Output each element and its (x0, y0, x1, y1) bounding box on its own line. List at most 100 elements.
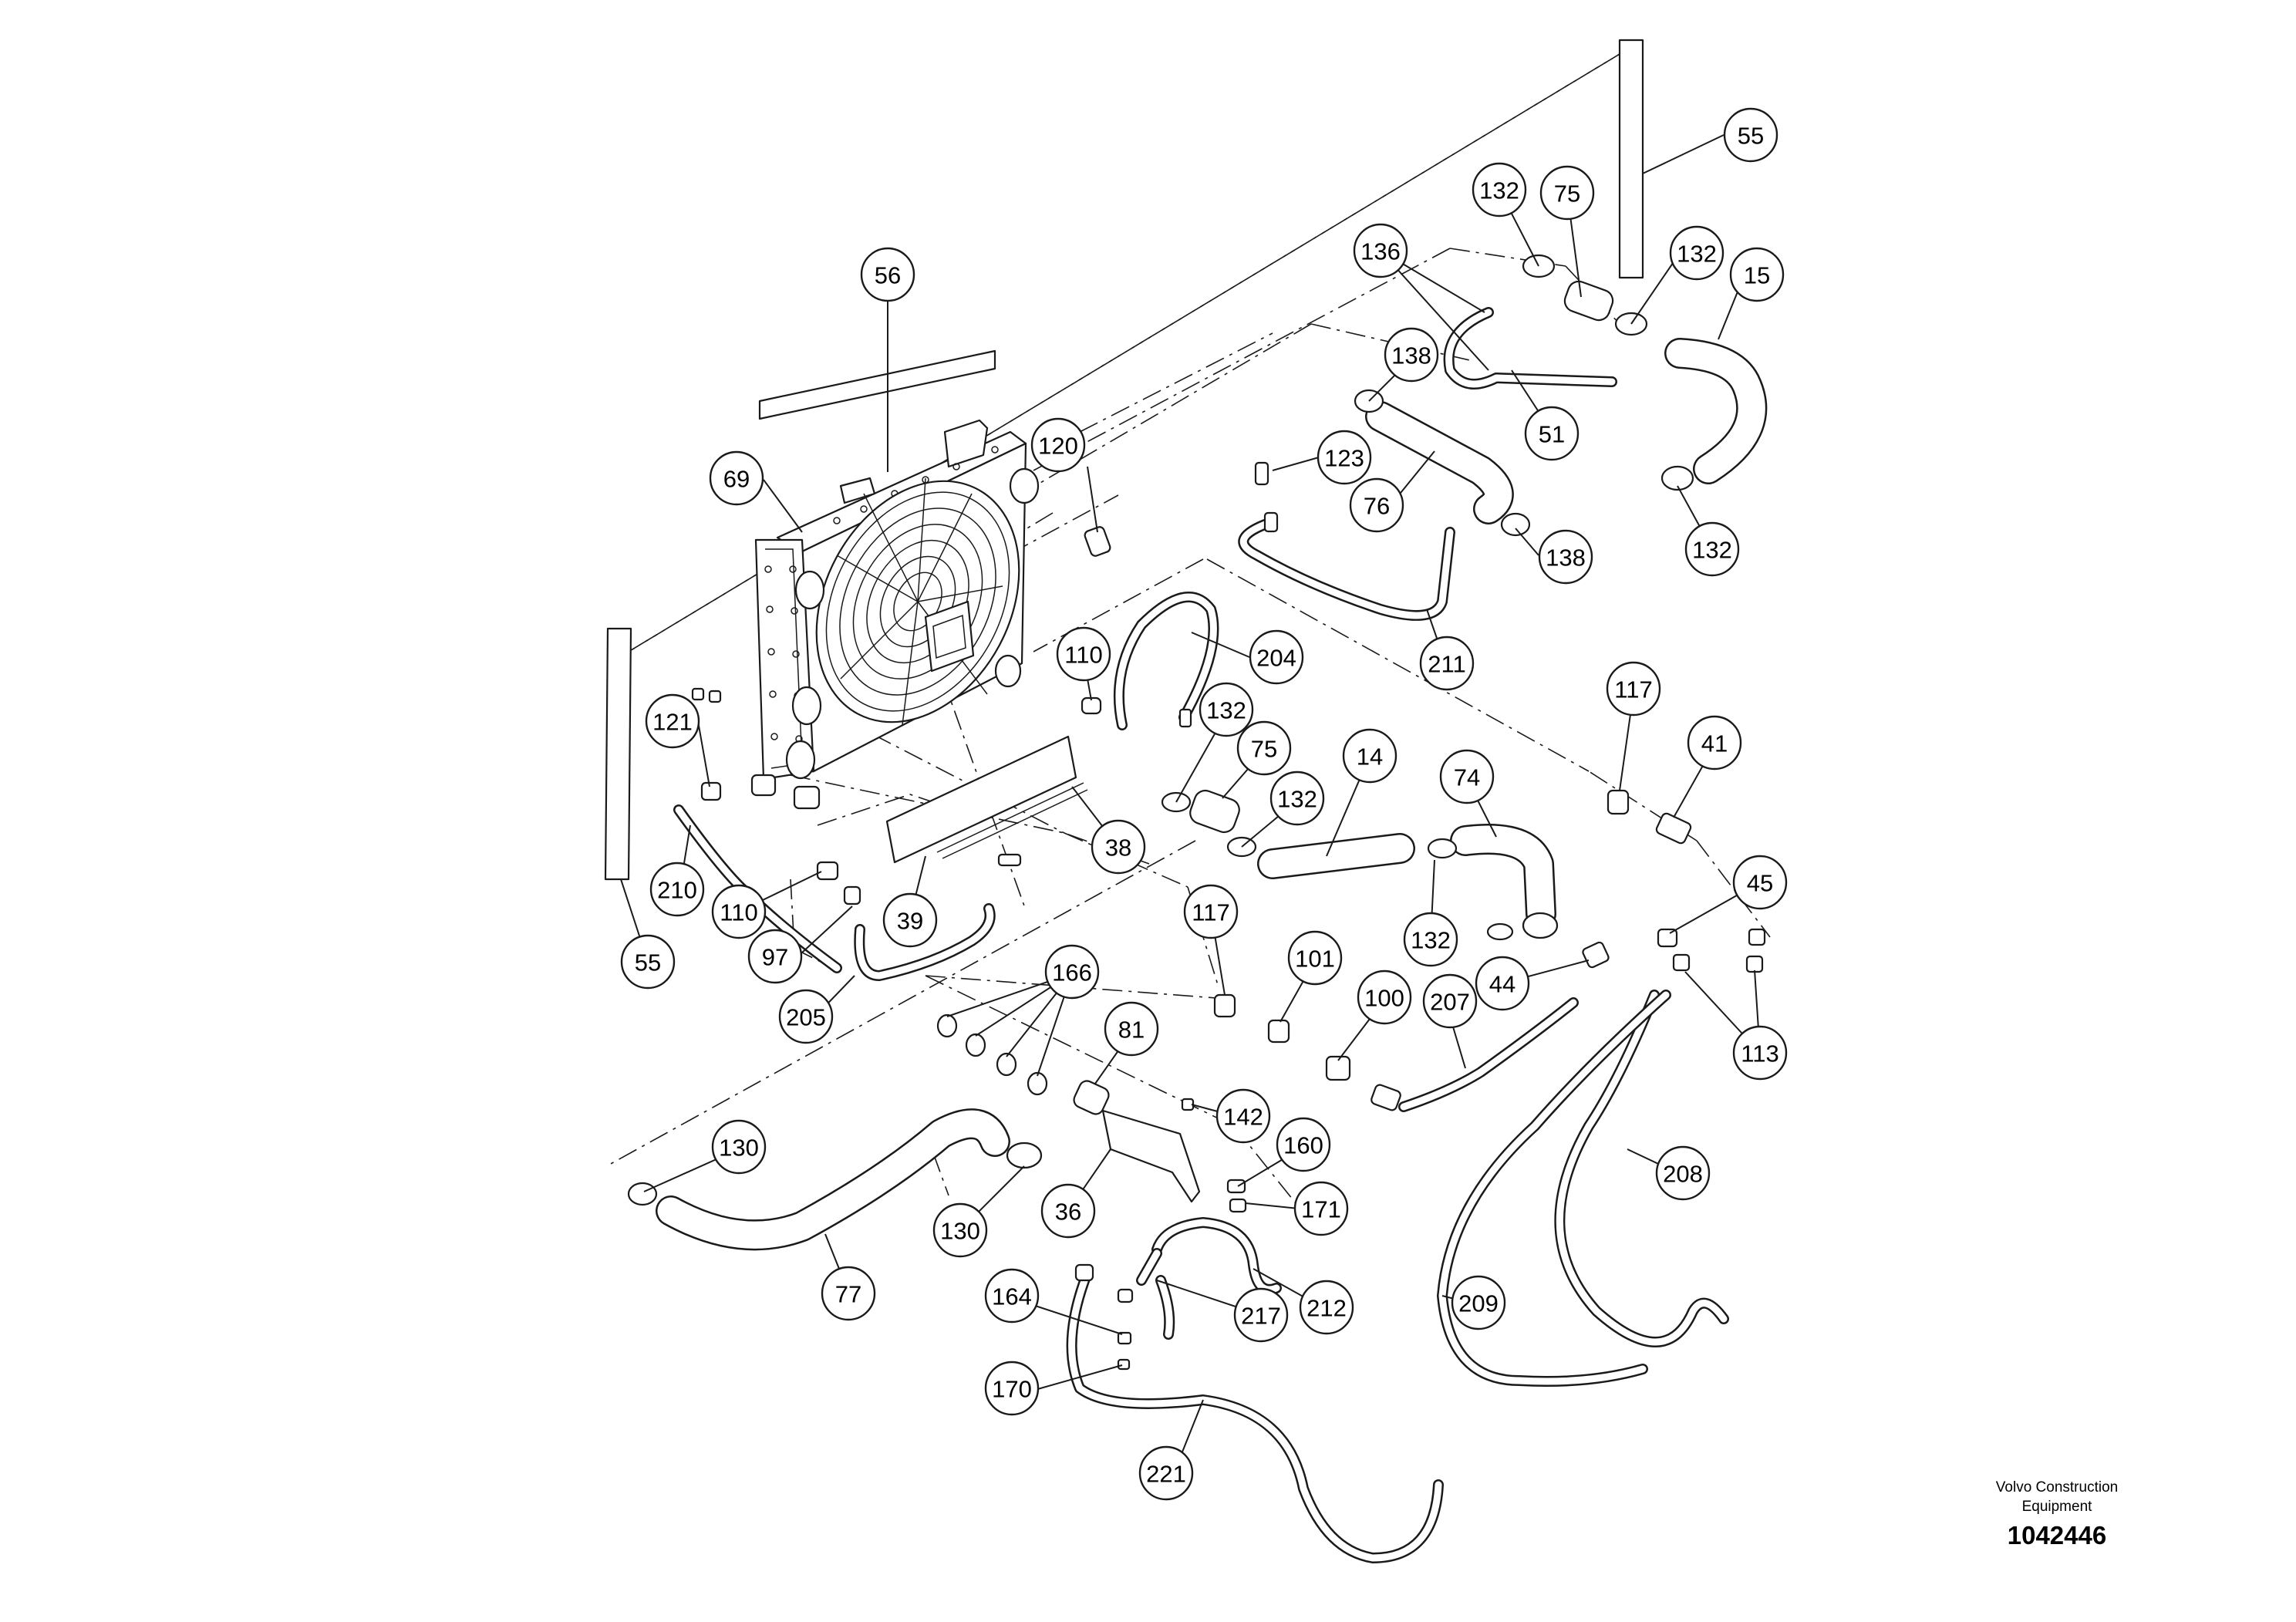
callout-210[interactable]: 210 (649, 862, 705, 917)
callout-208[interactable]: 208 (1655, 1145, 1711, 1201)
svg-text:101: 101 (1295, 946, 1335, 973)
callout-205[interactable]: 205 (778, 989, 834, 1044)
callout-74[interactable]: 74 (1439, 749, 1495, 804)
svg-text:132: 132 (1411, 927, 1451, 954)
callout-75-mid[interactable]: 75 (1236, 720, 1292, 776)
svg-text:130: 130 (719, 1135, 759, 1162)
callout-81[interactable]: 81 (1104, 1001, 1159, 1057)
svg-text:207: 207 (1430, 989, 1470, 1016)
svg-text:138: 138 (1391, 342, 1431, 369)
callout-132-bottom[interactable]: 132 (1403, 912, 1458, 967)
callout-211[interactable]: 211 (1419, 636, 1475, 691)
callout-132-top-right[interactable]: 132 (1669, 225, 1725, 281)
callout-56[interactable]: 56 (860, 247, 915, 302)
callout-113[interactable]: 113 (1732, 1025, 1788, 1081)
callout-132-mid-right[interactable]: 132 (1269, 771, 1325, 826)
svg-text:123: 123 (1324, 445, 1364, 472)
callout-160[interactable]: 160 (1276, 1117, 1331, 1172)
foam-strips (604, 39, 1644, 881)
svg-text:110: 110 (720, 899, 757, 926)
callout-217[interactable]: 217 (1233, 1287, 1289, 1343)
callout-171[interactable]: 171 (1293, 1181, 1349, 1236)
callout-39[interactable]: 39 (882, 892, 938, 948)
callout-138-lower[interactable]: 138 (1538, 529, 1593, 585)
callout-204[interactable]: 204 (1249, 629, 1304, 685)
callout-75-top[interactable]: 75 (1539, 165, 1595, 221)
callout-130-left[interactable]: 130 (711, 1119, 767, 1175)
svg-text:204: 204 (1256, 645, 1296, 672)
callout-100[interactable]: 100 (1357, 969, 1412, 1025)
brand-line-1: Volvo Construction (1995, 1479, 2119, 1496)
svg-text:41: 41 (1701, 730, 1728, 757)
svg-text:211: 211 (1428, 651, 1465, 678)
svg-text:14: 14 (1357, 744, 1383, 771)
callout-132-top-left[interactable]: 132 (1472, 162, 1527, 218)
svg-text:51: 51 (1539, 421, 1565, 448)
callout-166[interactable]: 166 (1044, 944, 1100, 1000)
svg-text:117: 117 (1192, 899, 1229, 926)
svg-text:142: 142 (1223, 1104, 1263, 1131)
svg-text:132: 132 (1479, 177, 1519, 204)
callout-110-upper[interactable]: 110 (1056, 626, 1111, 682)
svg-text:55: 55 (1738, 123, 1764, 150)
svg-text:74: 74 (1454, 764, 1480, 791)
callout-212[interactable]: 212 (1299, 1280, 1354, 1335)
svg-text:212: 212 (1306, 1295, 1347, 1322)
svg-text:75: 75 (1251, 736, 1277, 763)
svg-text:136: 136 (1360, 238, 1401, 265)
svg-text:100: 100 (1364, 985, 1404, 1012)
callout-38[interactable]: 38 (1091, 819, 1146, 875)
callout-15[interactable]: 15 (1729, 247, 1785, 302)
callout-117-lower[interactable]: 117 (1183, 884, 1239, 939)
callout-55-lower[interactable]: 55 (620, 934, 676, 990)
callout-138-upper[interactable]: 138 (1384, 327, 1439, 383)
callout-209[interactable]: 209 (1451, 1275, 1506, 1330)
callout-69[interactable]: 69 (709, 450, 764, 506)
callout-14[interactable]: 14 (1342, 728, 1397, 784)
callout-55-upper[interactable]: 55 (1723, 107, 1778, 163)
svg-text:55: 55 (635, 949, 661, 976)
svg-text:69: 69 (723, 466, 750, 493)
callout-120[interactable]: 120 (1030, 417, 1086, 473)
callout-142[interactable]: 142 (1215, 1088, 1271, 1144)
large-hoses (656, 338, 1768, 1251)
callout-132-mid[interactable]: 132 (1199, 682, 1254, 737)
svg-text:217: 217 (1241, 1303, 1281, 1330)
svg-text:208: 208 (1663, 1161, 1703, 1188)
svg-text:166: 166 (1052, 959, 1092, 986)
svg-text:130: 130 (940, 1218, 980, 1245)
svg-text:210: 210 (657, 877, 697, 904)
callout-110-lower[interactable]: 110 (711, 884, 767, 939)
callout-51[interactable]: 51 (1524, 406, 1580, 461)
svg-text:39: 39 (897, 908, 923, 935)
callout-117-upper[interactable]: 117 (1606, 661, 1661, 717)
callout-76[interactable]: 76 (1349, 477, 1404, 533)
callout-101[interactable]: 101 (1287, 930, 1343, 986)
callout-221[interactable]: 221 (1138, 1445, 1194, 1501)
callout-123[interactable]: 123 (1317, 430, 1372, 485)
callout-41[interactable]: 41 (1687, 715, 1742, 771)
callout-97[interactable]: 97 (747, 929, 803, 984)
callout-44[interactable]: 44 (1475, 956, 1530, 1011)
svg-text:110: 110 (1064, 642, 1102, 669)
callout-77[interactable]: 77 (821, 1266, 876, 1321)
callout-130-right[interactable]: 130 (932, 1202, 988, 1258)
callout-164[interactable]: 164 (984, 1268, 1040, 1324)
callout-121[interactable]: 121 (645, 693, 700, 749)
svg-text:132: 132 (1206, 697, 1246, 724)
svg-text:76: 76 (1364, 493, 1390, 520)
callout-136[interactable]: 136 (1353, 223, 1408, 278)
svg-text:205: 205 (786, 1004, 826, 1031)
callout-170[interactable]: 170 (984, 1361, 1040, 1416)
cooler-assembly (750, 419, 1040, 810)
callouts: 55 132 75 136 132 15 56 138 51 120 123 6… (620, 107, 1788, 1501)
callout-36[interactable]: 36 (1040, 1183, 1096, 1239)
svg-text:117: 117 (1614, 676, 1652, 703)
svg-text:113: 113 (1741, 1040, 1778, 1067)
callout-45[interactable]: 45 (1732, 855, 1788, 910)
svg-text:121: 121 (652, 709, 693, 736)
callout-207[interactable]: 207 (1422, 973, 1478, 1029)
svg-text:209: 209 (1458, 1290, 1499, 1317)
callout-132-right[interactable]: 132 (1684, 521, 1740, 577)
